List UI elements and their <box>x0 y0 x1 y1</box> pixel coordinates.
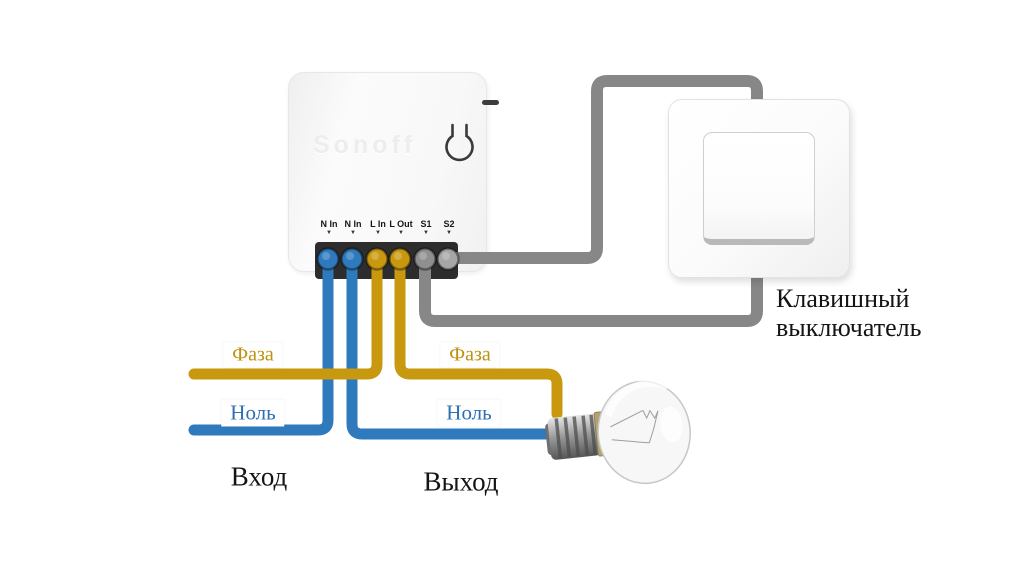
label-neutral-input: Ноль <box>221 399 285 427</box>
label-wall-switch: Клавишный выключатель <box>776 284 921 342</box>
label-phase-input: Фаза <box>223 342 283 368</box>
wire-s1 <box>419 253 763 327</box>
terminal-screw <box>436 247 460 271</box>
terminal: S1 ▼ <box>420 219 431 237</box>
label-wall-switch-line2: выключатель <box>776 313 922 342</box>
arrow-down-icon: ▼ <box>326 230 332 236</box>
terminal-screw <box>413 247 437 271</box>
terminal-screw <box>388 247 412 271</box>
wire-neutral-output <box>346 253 559 440</box>
reset-pin <box>482 100 499 105</box>
label-phase-output: Фаза <box>440 342 500 368</box>
terminal-labels: N In ▼ N In ▼ L In ▼ L Out ▼ S1 ▼ S2 ▼ <box>289 73 486 271</box>
label-neutral-output: Ноль <box>437 399 501 427</box>
bulb-filament <box>610 409 659 444</box>
bulb-threads <box>554 414 597 459</box>
wire-phase-output <box>394 253 563 420</box>
arrow-down-icon: ▼ <box>350 230 356 236</box>
terminal-label: S1 <box>420 219 432 229</box>
label-output: Выход <box>423 466 499 497</box>
wall-switch-rocker <box>703 132 815 245</box>
arrow-down-icon: ▼ <box>423 230 429 236</box>
terminal-label: L In <box>370 219 386 229</box>
sonoff-logo: Sonoff <box>313 131 417 159</box>
wire-neutral-input <box>188 253 334 436</box>
arrow-down-icon: ▼ <box>446 230 452 236</box>
wire-s2 <box>442 75 763 264</box>
terminal: N In ▼ <box>321 219 338 237</box>
arrow-down-icon: ▼ <box>398 230 404 236</box>
bulb-highlight-spot <box>660 406 683 443</box>
terminal-label: N In <box>320 219 338 229</box>
terminal-label: L Out <box>389 219 413 229</box>
light-bulb <box>545 379 691 485</box>
terminal: S2 ▼ <box>443 219 454 237</box>
wall-switch-plate <box>668 99 850 278</box>
label-wall-switch-line1: Клавишный <box>776 284 910 313</box>
terminal-screw <box>340 247 364 271</box>
terminal: L Out ▼ <box>389 219 412 237</box>
bulb-highlight <box>604 379 669 418</box>
terminal-label: N In <box>344 219 362 229</box>
arrow-down-icon: ▼ <box>375 230 381 236</box>
pairing-button-icon <box>445 123 474 162</box>
terminal-screw <box>316 247 340 271</box>
terminal: L In ▼ <box>370 219 386 237</box>
label-input: Вход <box>230 461 288 492</box>
wire-phase-input <box>188 253 383 380</box>
smart-relay-device: Sonoff N In ▼ N In ▼ L In ▼ L Out ▼ <box>288 72 487 272</box>
terminal-screw <box>365 247 389 271</box>
terminal-label: S2 <box>443 219 455 229</box>
terminal: N In ▼ <box>345 219 362 237</box>
